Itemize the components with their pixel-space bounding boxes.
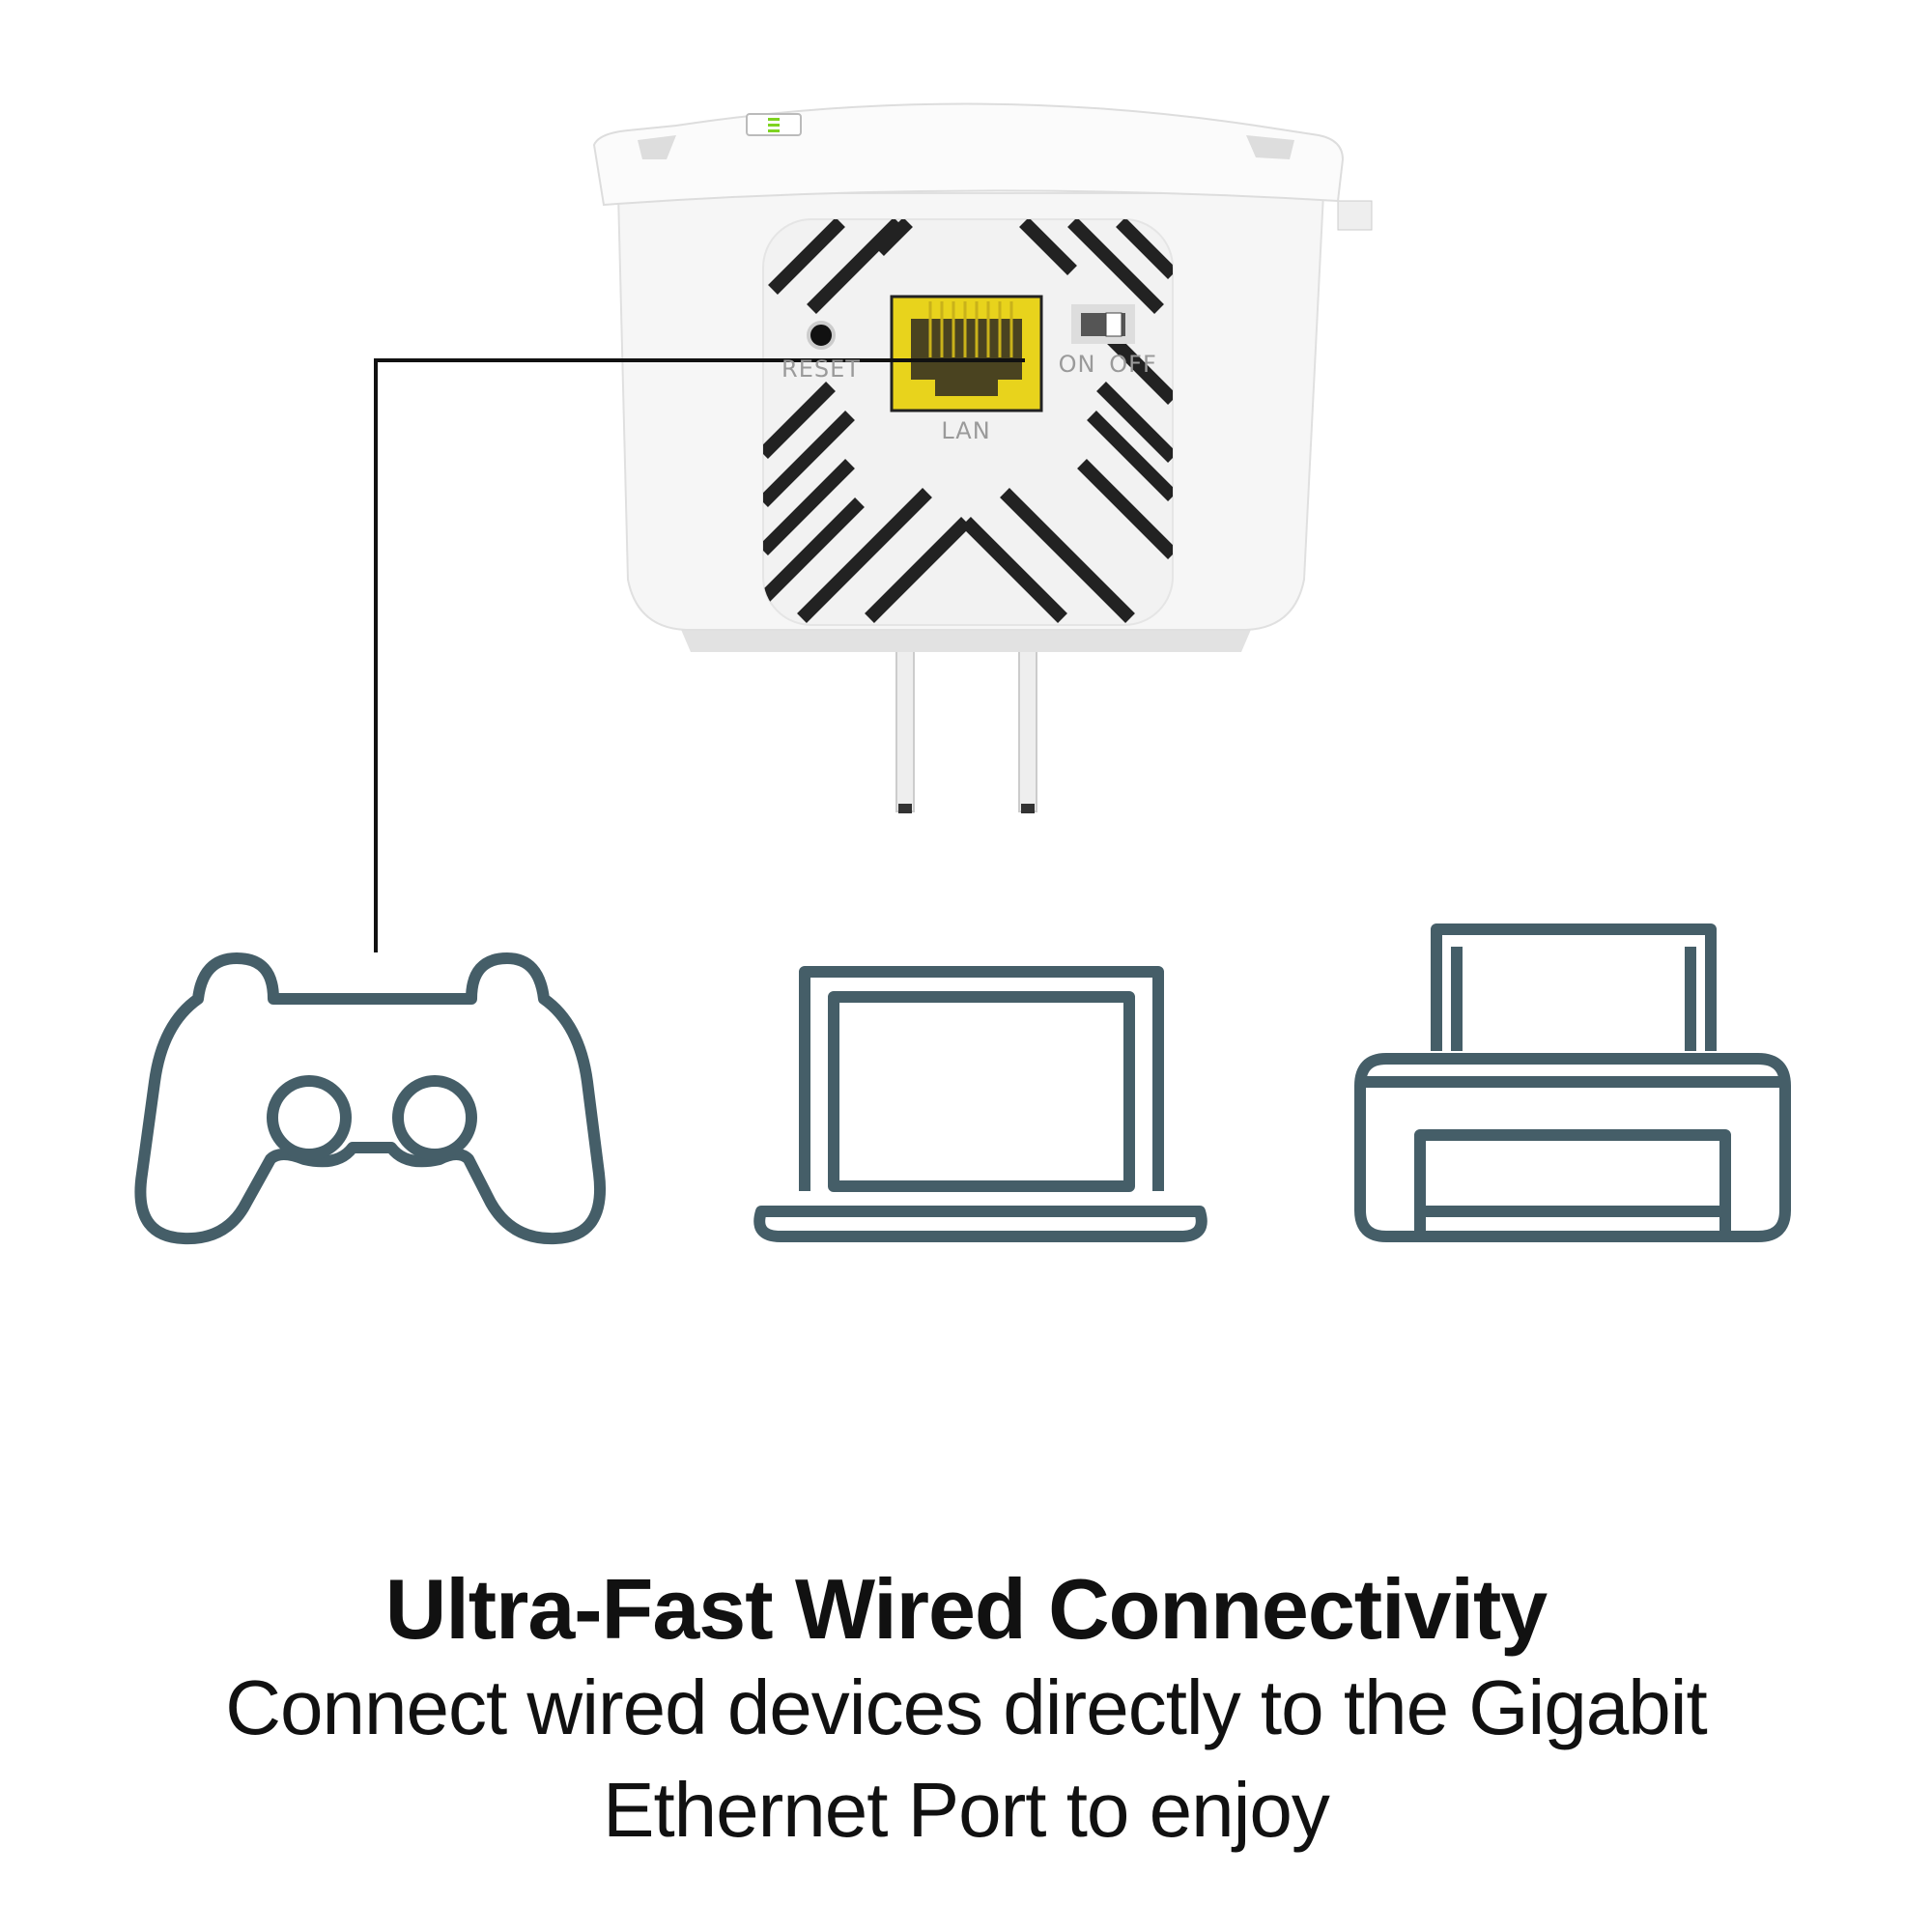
reset-button[interactable] bbox=[807, 321, 836, 350]
connection-line bbox=[374, 358, 1025, 952]
reset-label: RESET bbox=[781, 355, 861, 383]
game-controller-icon bbox=[134, 952, 606, 1245]
on-label: ON bbox=[1058, 351, 1096, 378]
off-label: OFF bbox=[1109, 351, 1157, 378]
laptop-icon bbox=[753, 966, 1208, 1242]
caption-line-2: Ethernet Port to enjoy bbox=[603, 1767, 1330, 1853]
plug-prong-left bbox=[895, 637, 915, 812]
plug-prong-right bbox=[1018, 637, 1037, 812]
vent-grille bbox=[763, 219, 1173, 623]
caption-title: Ultra-Fast Wired Connectivity bbox=[384, 1561, 1548, 1657]
wifi-extender-device bbox=[592, 102, 1373, 813]
printer-icon bbox=[1354, 923, 1791, 1242]
caption-line-1: Connect wired devices directly to the Gi… bbox=[225, 1664, 1708, 1750]
led-indicator bbox=[768, 118, 780, 121]
lan-label: LAN bbox=[941, 417, 991, 444]
